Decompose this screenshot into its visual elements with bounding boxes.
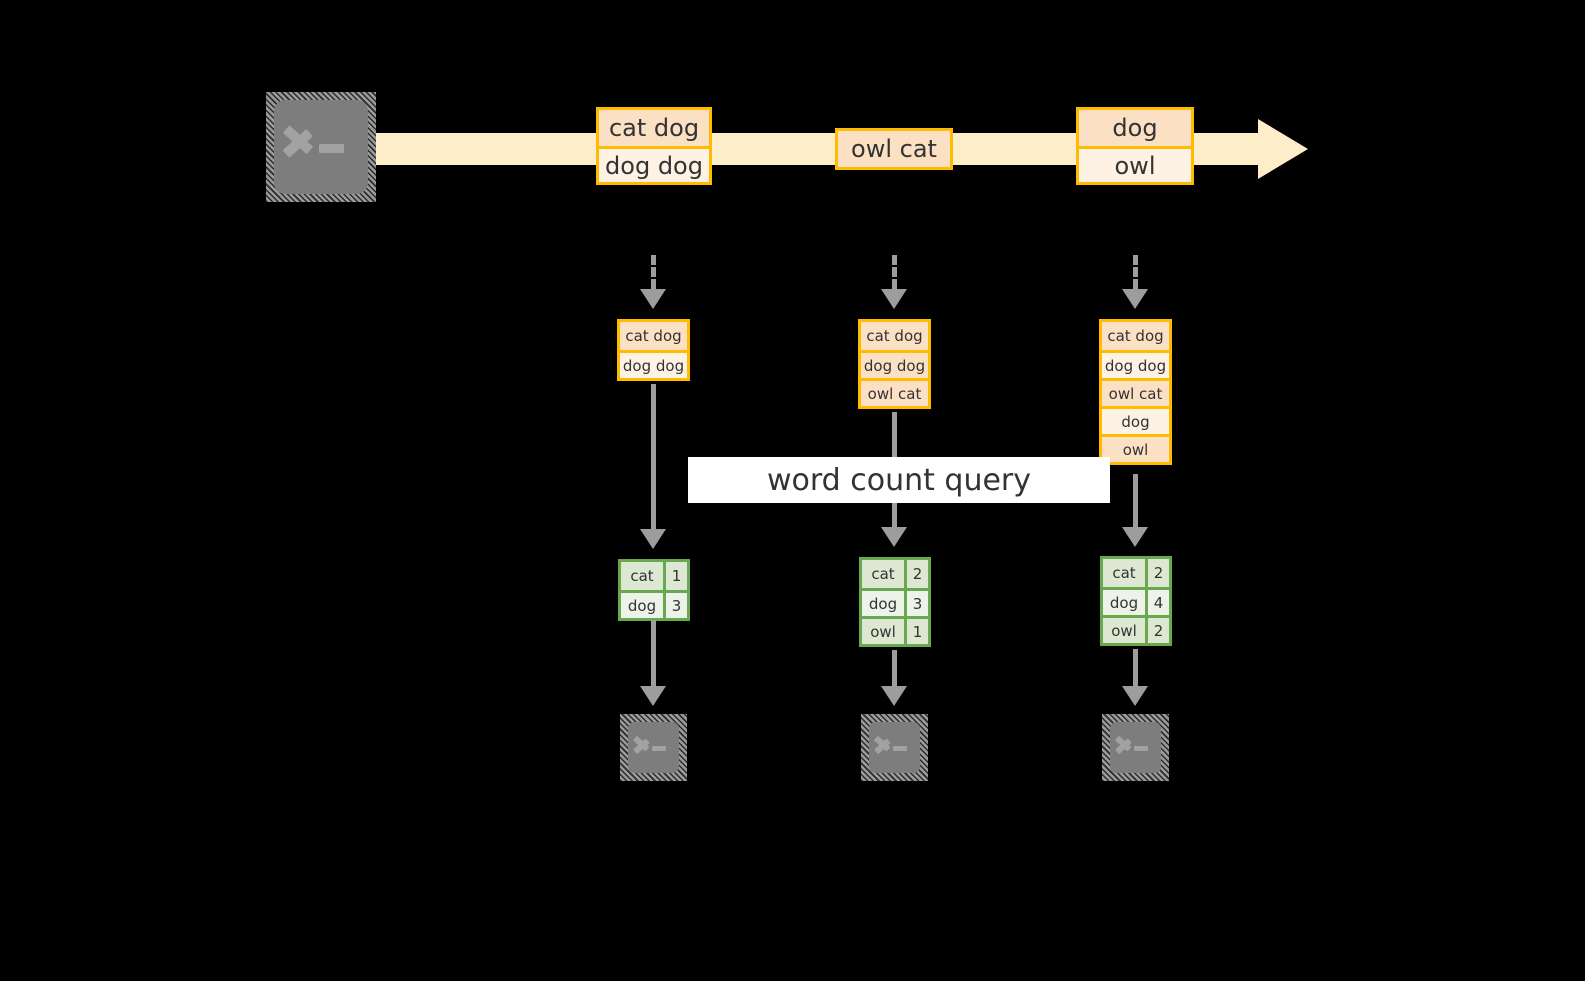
snapshot-1-records: cat dog dog dog	[617, 319, 690, 381]
result-count: 2	[1145, 618, 1169, 643]
prompt-underscore-icon	[893, 745, 907, 751]
ingest-line	[892, 255, 897, 289]
snapshot-3-result-table: cat 2 dog 4 owl 2	[1100, 556, 1172, 646]
arrow-down-icon	[881, 527, 907, 547]
result-count: 1	[663, 562, 687, 590]
record-row: owl	[1102, 434, 1169, 462]
arrow-down-dashed-icon	[1122, 289, 1148, 309]
record-row: dog dog	[1102, 350, 1169, 378]
stream-event-line: owl cat	[838, 131, 950, 167]
stream-event-3: dog owl	[1076, 107, 1194, 185]
table-row: dog 3	[862, 588, 928, 616]
snapshot-2-records: cat dog dog dog owl cat	[858, 319, 931, 409]
snapshot-1-result-table: cat 1 dog 3	[618, 559, 690, 621]
result-word: cat	[1103, 559, 1145, 587]
arrow-down-icon	[1122, 686, 1148, 706]
snapshot-3-records: cat dog dog dog owl cat dog owl	[1099, 319, 1172, 465]
stream-event-2: owl cat	[835, 128, 953, 170]
query-line	[1133, 474, 1138, 527]
query-banner: word count query	[688, 457, 1110, 503]
result-word: cat	[862, 560, 904, 588]
record-row: dog dog	[620, 350, 687, 378]
terminal-screen	[1110, 722, 1161, 773]
result-count: 3	[663, 593, 687, 618]
stream-event-line: owl	[1079, 146, 1191, 182]
source-terminal-icon	[266, 92, 376, 202]
arrow-down-icon	[640, 529, 666, 549]
arrow-down-icon	[1122, 527, 1148, 547]
stream-event-1: cat dog dog dog	[596, 107, 712, 185]
record-row: dog	[1102, 406, 1169, 434]
result-word: dog	[862, 591, 904, 616]
arrow-down-dashed-icon	[640, 289, 666, 309]
arrow-right-icon	[1258, 119, 1308, 179]
prompt-underscore-icon	[319, 144, 344, 153]
result-word: owl	[1103, 618, 1145, 643]
table-row: cat 1	[621, 562, 687, 590]
snapshot-2-sink-terminal-icon	[861, 714, 928, 781]
result-word: dog	[621, 593, 663, 618]
stream-event-line: dog dog	[599, 146, 709, 182]
record-row: cat dog	[620, 322, 687, 350]
arrow-down-dashed-icon	[881, 289, 907, 309]
arrow-down-icon	[640, 686, 666, 706]
table-row: cat 2	[1103, 559, 1169, 587]
table-row: dog 4	[1103, 587, 1169, 615]
record-row: cat dog	[861, 322, 928, 350]
ingest-line	[1133, 255, 1138, 289]
table-row: owl 2	[1103, 615, 1169, 643]
result-count: 2	[1145, 559, 1169, 587]
query-line	[651, 384, 656, 529]
table-row: dog 3	[621, 590, 687, 618]
ingest-line	[651, 255, 656, 289]
table-row: cat 2	[862, 560, 928, 588]
arrow-down-icon	[881, 686, 907, 706]
result-count: 4	[1145, 590, 1169, 615]
result-count: 1	[904, 619, 928, 644]
output-line	[1133, 649, 1138, 686]
query-banner-label: word count query	[766, 462, 1032, 498]
record-row: owl cat	[861, 378, 928, 406]
result-count: 3	[904, 591, 928, 616]
table-row: owl 1	[862, 616, 928, 644]
stream-event-line: cat dog	[599, 110, 709, 146]
output-line	[892, 650, 897, 686]
stream-event-line: dog	[1079, 110, 1191, 146]
terminal-screen	[274, 100, 368, 194]
output-line	[651, 620, 656, 686]
terminal-screen	[869, 722, 920, 773]
snapshot-3-sink-terminal-icon	[1102, 714, 1169, 781]
record-row: cat dog	[1102, 322, 1169, 350]
result-count: 2	[904, 560, 928, 588]
result-word: dog	[1103, 590, 1145, 615]
prompt-underscore-icon	[1134, 745, 1148, 751]
prompt-underscore-icon	[652, 745, 666, 751]
record-row: dog dog	[861, 350, 928, 378]
terminal-screen	[628, 722, 679, 773]
record-row: owl cat	[1102, 378, 1169, 406]
snapshot-1-sink-terminal-icon	[620, 714, 687, 781]
result-word: owl	[862, 619, 904, 644]
snapshot-2-result-table: cat 2 dog 3 owl 1	[859, 557, 931, 647]
result-word: cat	[621, 562, 663, 590]
